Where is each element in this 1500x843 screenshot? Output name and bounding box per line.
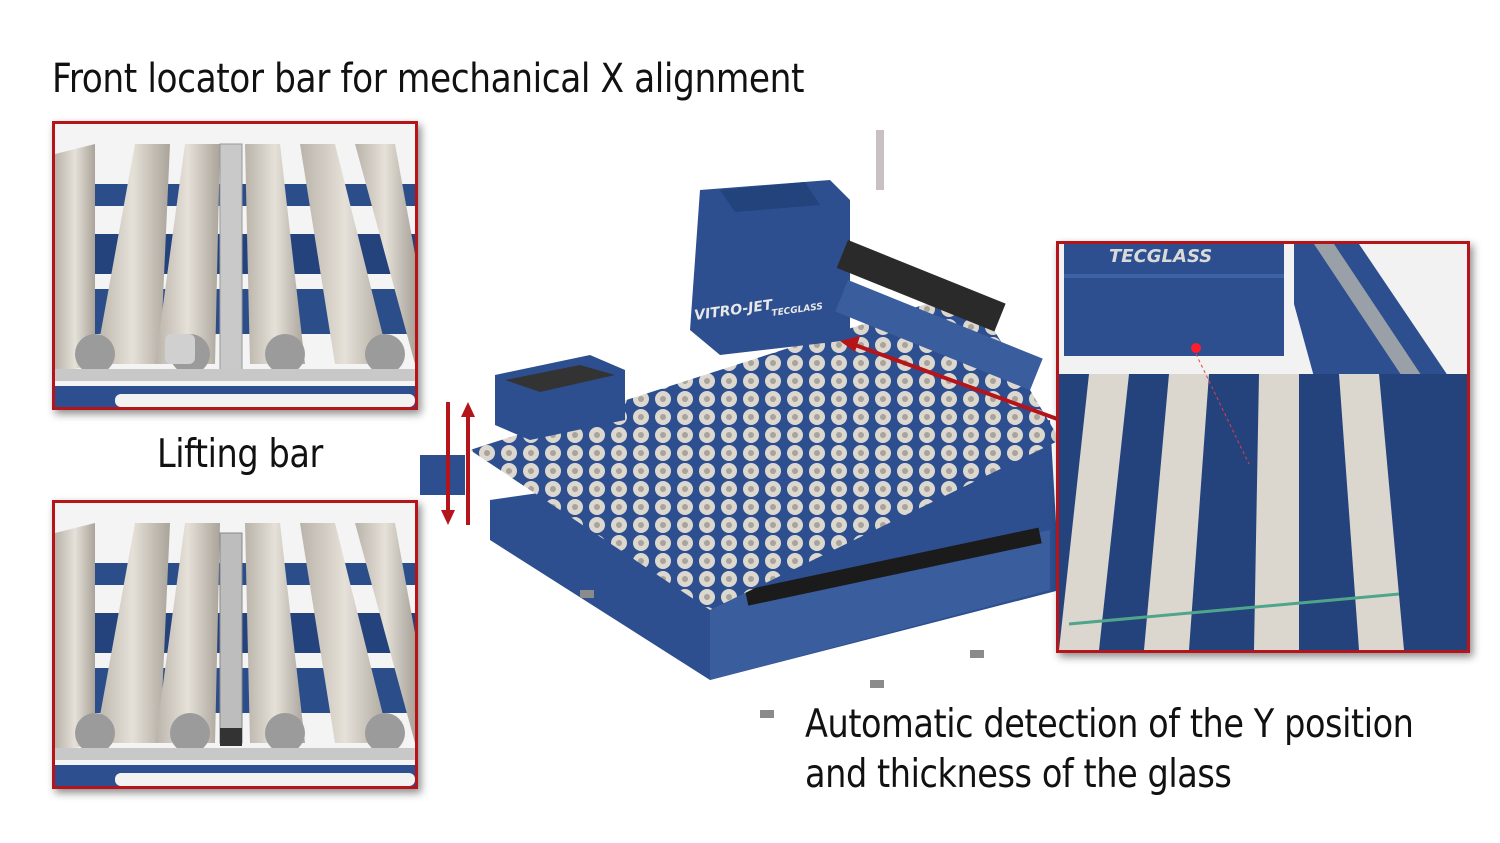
tecglass-inset-logo-text: TECGLASS	[1109, 246, 1212, 267]
lifting-bar-caption: Lifting bar	[157, 432, 323, 477]
detection-arrow-icon	[840, 336, 1061, 422]
auto-detection-caption: Automatic detection of the Y position an…	[805, 700, 1414, 800]
laser-detection-inset: TECGLASS	[1056, 241, 1470, 653]
glass-edge-line	[1068, 592, 1400, 626]
lifting-bar-closeup-image	[55, 503, 415, 786]
roller-table-closeup-image	[55, 124, 415, 407]
lift-arrows-icon	[441, 402, 475, 525]
front-locator-bar-inset	[52, 121, 418, 410]
machine-render: VITRO-JET TECGLASS	[420, 130, 1061, 718]
vitro-jet-machine-illustration: VITRO-JET TECGLASS	[410, 120, 1090, 740]
lifting-bar-inset	[52, 500, 418, 789]
laser-detection-closeup-image: TECGLASS	[1059, 244, 1467, 650]
auto-detection-line-2: and thickness of the glass	[805, 752, 1232, 797]
auto-detection-line-1: Automatic detection of the Y position	[805, 702, 1414, 747]
front-locator-caption: Front locator bar for mechanical X align…	[52, 56, 805, 102]
laser-point-icon	[1191, 343, 1201, 353]
